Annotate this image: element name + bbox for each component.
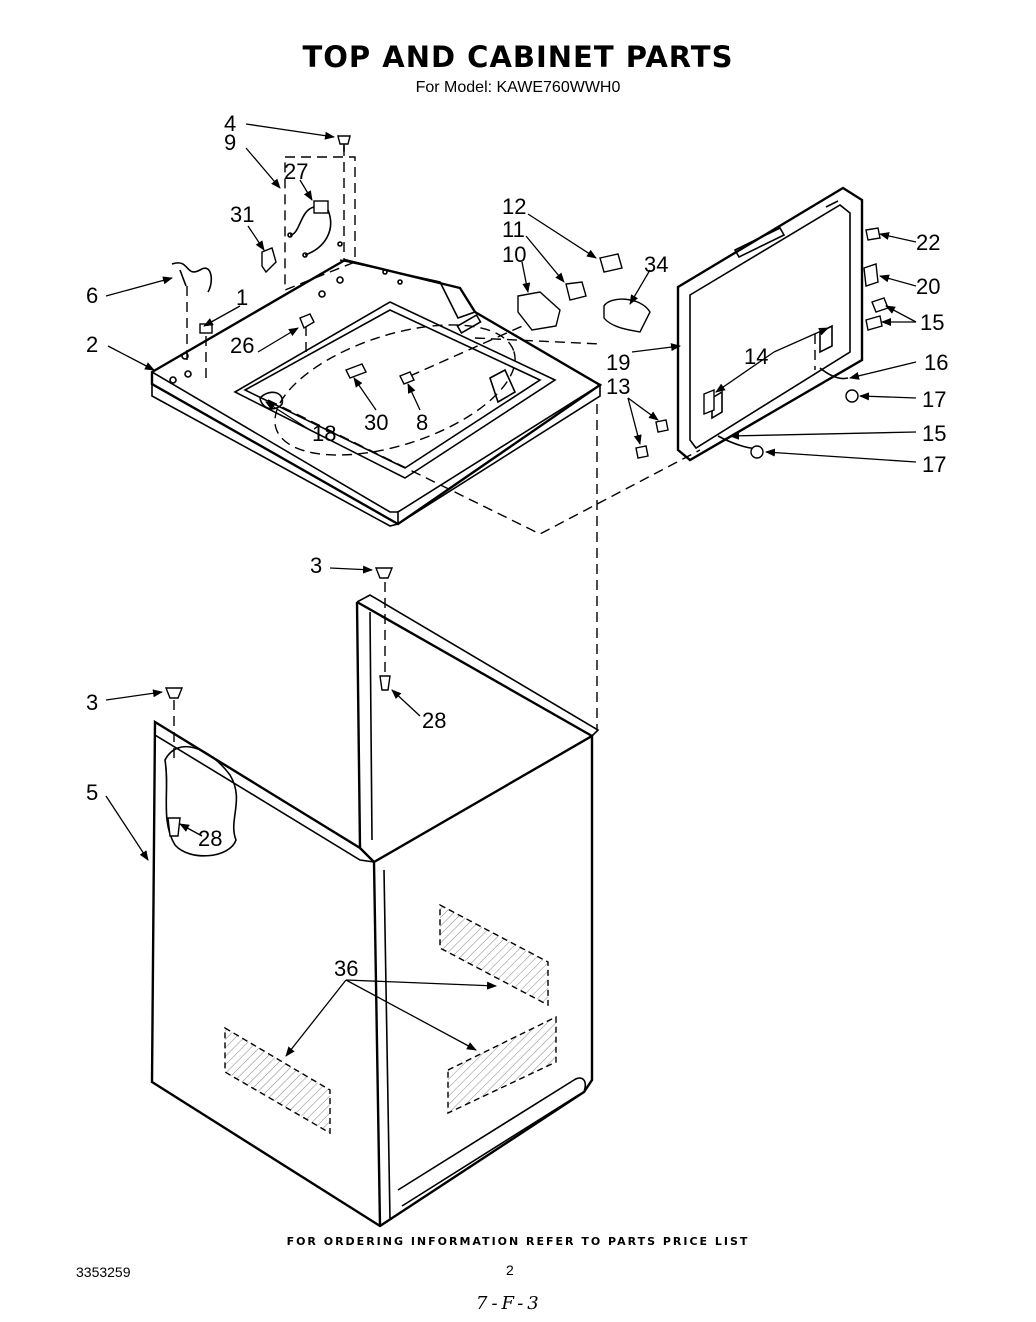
callout-5: 5 bbox=[86, 780, 98, 805]
callout-22: 22 bbox=[916, 230, 940, 255]
callout-13: 13 bbox=[606, 374, 630, 399]
callout-3-upper: 3 bbox=[310, 553, 322, 578]
callout-16: 16 bbox=[924, 350, 948, 375]
callout-19: 19 bbox=[606, 350, 630, 375]
callout-3-lower: 3 bbox=[86, 690, 98, 715]
washer-cabinet bbox=[150, 594, 600, 1228]
callout-28-lower: 28 bbox=[198, 826, 222, 851]
callout-18: 18 bbox=[312, 421, 336, 446]
small-parts bbox=[164, 135, 889, 837]
washer-lid bbox=[676, 186, 864, 462]
callout-2: 2 bbox=[86, 332, 98, 357]
assembly-lines bbox=[173, 146, 816, 760]
callout-30: 30 bbox=[364, 410, 388, 435]
callout-14: 14 bbox=[744, 344, 768, 369]
callout-labels: 4 9 27 31 6 1 2 26 30 8 18 12 11 10 34 1… bbox=[86, 111, 948, 981]
callout-1: 1 bbox=[236, 285, 248, 310]
callout-31: 31 bbox=[230, 202, 254, 227]
handwritten-note: 7-F-3 bbox=[476, 1293, 543, 1314]
callout-11: 11 bbox=[502, 217, 525, 242]
callout-15-upper: 15 bbox=[920, 310, 944, 335]
page-title: TOP AND CABINET PARTS bbox=[302, 40, 734, 74]
document-number: 3353259 bbox=[76, 1264, 131, 1280]
leader-arrows bbox=[105, 123, 917, 1057]
callout-36: 36 bbox=[334, 956, 358, 981]
callout-26: 26 bbox=[230, 333, 254, 358]
model-subtitle: For Model: KAWE760WWH0 bbox=[415, 79, 621, 96]
callout-27: 27 bbox=[284, 159, 308, 184]
callout-9: 9 bbox=[224, 130, 236, 155]
callout-6: 6 bbox=[86, 283, 98, 308]
callout-34: 34 bbox=[644, 252, 668, 277]
page-number: 2 bbox=[506, 1262, 514, 1278]
callout-20: 20 bbox=[916, 274, 940, 299]
callout-17-lower: 17 bbox=[922, 452, 946, 477]
callout-12: 12 bbox=[502, 194, 526, 219]
callout-4: 4 bbox=[224, 111, 236, 136]
callout-28-upper: 28 bbox=[422, 708, 446, 733]
callout-17-upper: 17 bbox=[922, 387, 946, 412]
callout-8: 8 bbox=[416, 410, 428, 435]
callout-15-lower: 15 bbox=[922, 421, 946, 446]
ordering-note: FOR ORDERING INFORMATION REFER TO PARTS … bbox=[286, 1235, 750, 1248]
washer-top bbox=[150, 258, 603, 527]
callout-10: 10 bbox=[502, 242, 526, 267]
